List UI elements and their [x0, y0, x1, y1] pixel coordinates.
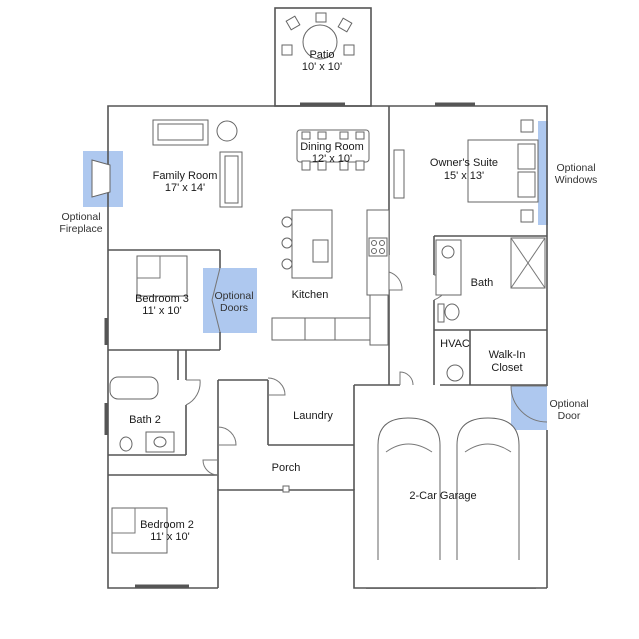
optional-door-line2: Door	[558, 410, 581, 422]
dining-table-icon	[296, 129, 370, 163]
patio-name: Patio	[309, 49, 334, 61]
sink-icon	[312, 239, 329, 263]
owners-suite-furniture	[467, 119, 539, 223]
bed-icon-bedroom3	[136, 255, 188, 297]
exterior-walls	[104, 102, 548, 589]
toilet2-icon	[119, 436, 133, 452]
patio	[274, 7, 372, 107]
optional-fireplace-line2: Fireplace	[59, 223, 102, 235]
car-left-icon	[377, 417, 441, 566]
range-icon	[368, 237, 388, 257]
patio-size: 10' x 10'	[302, 61, 342, 73]
bathtub-icon	[109, 376, 159, 400]
dining-room-name: Dining Room	[300, 141, 364, 153]
optional-windows-zone	[538, 121, 548, 225]
room-labels: Patio 10' x 10' Family Room 17' x 14' Di…	[129, 49, 525, 543]
water-heater-icon	[446, 364, 464, 382]
family-room-name: Family Room	[153, 170, 218, 182]
side-table-icon	[216, 120, 238, 142]
kitchen-name: Kitchen	[292, 289, 329, 301]
owners-suite-size: 15' x 13'	[444, 170, 484, 182]
optional-windows-line1: Optional	[556, 162, 595, 174]
doors	[185, 267, 548, 493]
optional-windows-line2: Windows	[555, 174, 598, 186]
tv-unit-icon	[393, 149, 405, 199]
bed-icon-bedroom2	[111, 507, 168, 554]
laundry-name: Laundry	[293, 410, 333, 422]
porch-name: Porch	[272, 462, 301, 474]
bath-fixtures	[435, 237, 546, 382]
garage-cars	[366, 417, 536, 589]
bath-name: Bath	[471, 277, 494, 289]
optional-doors-line1: Optional	[214, 290, 253, 302]
option-labels: Optional Fireplace Optional Doors Option…	[59, 162, 597, 422]
bedroom2-furniture	[111, 507, 168, 554]
kitchen-fixtures	[271, 149, 405, 346]
family-room-furniture	[91, 119, 243, 208]
bedroom2-size: 11' x 10'	[150, 531, 189, 543]
bedroom3-furniture	[136, 255, 188, 297]
optional-door-zone	[511, 386, 547, 430]
walk-in-closet-line2: Closet	[491, 362, 522, 374]
family-room-size: 17' x 14'	[165, 182, 205, 194]
owners-suite-name: Owner's Suite	[430, 157, 498, 169]
toilet-icon	[444, 303, 460, 321]
hvac-name: HVAC	[440, 338, 470, 350]
dining-furniture	[296, 129, 370, 171]
optional-door-line1: Optional	[549, 398, 588, 410]
dining-room-size: 12' x 10'	[312, 153, 352, 165]
interior-walls	[108, 106, 547, 490]
fireplace-icon	[91, 159, 111, 198]
walk-in-closet-line1: Walk-In	[489, 349, 526, 361]
garage-name: 2-Car Garage	[409, 490, 476, 502]
car-right-icon	[456, 417, 520, 566]
bath2-name: Bath 2	[129, 414, 161, 426]
optional-fireplace-line1: Optional	[61, 211, 100, 223]
bedroom3-name: Bedroom 3	[135, 293, 189, 305]
bedroom2-name: Bedroom 2	[140, 519, 194, 531]
bath2-fixtures	[109, 376, 175, 453]
bedroom3-size: 11' x 10'	[142, 305, 181, 317]
optional-doors-line2: Doors	[220, 302, 248, 314]
patio-table-icon	[281, 12, 355, 60]
